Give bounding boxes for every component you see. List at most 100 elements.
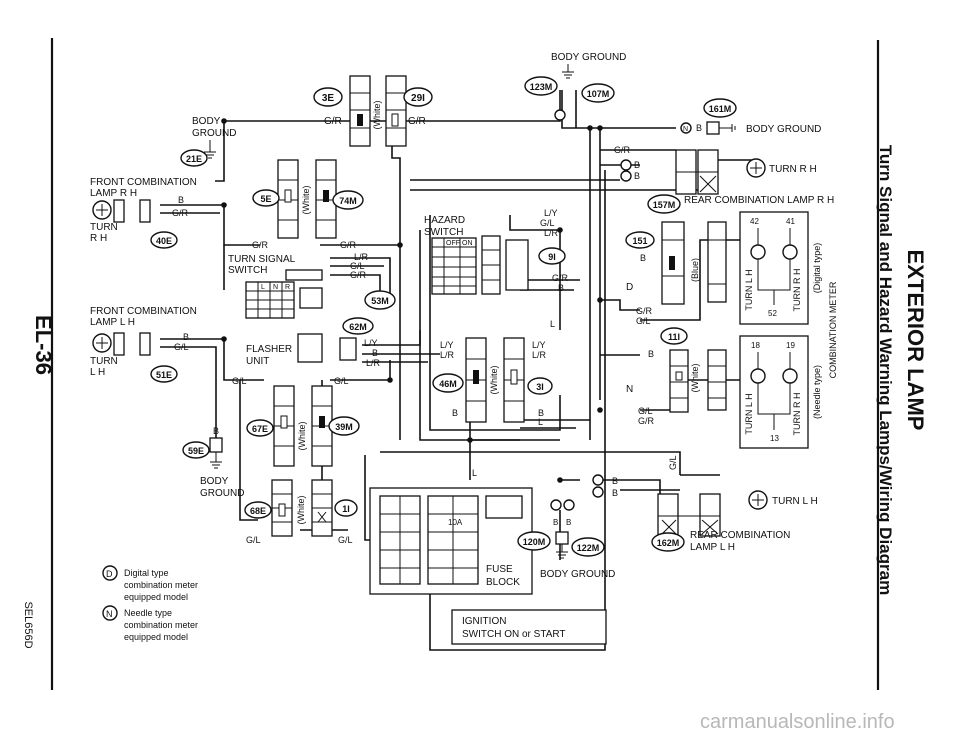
connector-62m: 62M (349, 322, 367, 332)
front-comb-lh-line2: LAMP L H (90, 317, 135, 328)
hazard-switch-line1: HAZARD (424, 215, 465, 226)
connector-107m: 107M (587, 89, 610, 99)
fuse-block-line1: FUSE (486, 564, 513, 575)
wire-ly-flasher: L/Y (364, 338, 378, 348)
hazard-on: ON (462, 240, 473, 247)
wire-gr-74m: G/R (340, 240, 357, 250)
connector-157m: 157M (653, 200, 676, 210)
turn-lh-label-2: L H (90, 367, 105, 378)
flasher-unit-box (297, 333, 323, 363)
legend-n-line2: combination meter (124, 620, 198, 630)
turn-signal-switch-line1: TURN SIGNAL (228, 254, 296, 265)
body-ground-right-label: BODY GROUND (746, 124, 821, 135)
wire-lr-hazard: L/R (544, 228, 559, 238)
connector-3e-block: (White) G/R G/R (324, 75, 426, 147)
hazard-switch-line2: SWITCH (424, 227, 463, 238)
white-label-67e: (White) (297, 421, 307, 450)
rear-comb-lh-line1: REAR COMBINATION (690, 530, 790, 541)
wire-b-rlh-1: B (612, 476, 618, 486)
wire-b-rrh-1: B (634, 160, 640, 170)
wire-b-46m: B (452, 408, 458, 418)
pin-52: 52 (768, 309, 777, 318)
wire-gr-top-left: G/R (324, 116, 342, 127)
junction-dots (221, 118, 603, 483)
wire-b-59e: B (213, 426, 219, 436)
wire-b-hazard: B (558, 283, 564, 293)
wire-lr-tss: L/R (354, 252, 369, 262)
turn-rh-label-2: R H (90, 233, 107, 244)
body-ground-top-label: BODY GROUND (551, 52, 626, 63)
front-comb-rh-line2: LAMP R H (90, 188, 137, 199)
wire-b-120m: B (553, 518, 558, 527)
white-label-top: (White) (372, 100, 382, 129)
connector-46m-block: (White) (465, 337, 525, 423)
front-comb-rh-lamp (92, 199, 151, 223)
connector-5e-block: (White) G/R G/R (252, 159, 357, 250)
white-label-11i: (White) (690, 363, 700, 392)
n-marker-top: N (683, 126, 688, 133)
connector-9i: 9I (548, 252, 556, 262)
wire-gr-rrh: G/R (614, 145, 631, 155)
connector-40e: 40E (156, 236, 172, 246)
connector-11i: 11I (668, 332, 680, 342)
connector-162m: 162M (657, 538, 680, 548)
wire-gr-5e: G/R (252, 240, 269, 250)
wire-b-3i: B (538, 408, 544, 418)
wire-gl-67e: G/L (232, 376, 247, 386)
wire-gl-11i: G/L (638, 406, 653, 416)
sw-col-r: R (285, 284, 290, 291)
connector-53m: 53M (371, 296, 389, 306)
wire-gl-hazard: G/L (540, 218, 555, 228)
turn-signal-switch-line2: SWITCH (228, 265, 267, 276)
white-label-68e: (White) (296, 495, 306, 524)
connector-123m: 123M (530, 82, 553, 92)
connector-67e: 67E (252, 424, 268, 434)
ground-label-lower: GROUND (200, 488, 244, 499)
ignition-line2: SWITCH ON or START (462, 629, 566, 640)
white-label-5e: (White) (301, 185, 311, 214)
body-label-lower: BODY (200, 476, 229, 487)
turn-rh-label-1: TURN (90, 222, 118, 233)
body-ground-bottom-label: BODY GROUND (540, 569, 615, 580)
legend-d-line2: combination meter (124, 580, 198, 590)
connector-51e: 51E (156, 370, 172, 380)
wire-gl-68e: G/L (246, 535, 261, 545)
diagram-subtitle: Turn Signal and Hazard Warning Lamps/Wir… (876, 145, 895, 595)
connector-59e: 59E (188, 446, 204, 456)
blue-label: (Blue) (690, 258, 700, 282)
connector-68e-block: (White) (271, 479, 333, 537)
watermark: carmanualsonline.info (700, 711, 895, 733)
needle-turn-lh: TURN L H (744, 393, 754, 434)
connector-3e: 3E (322, 93, 335, 104)
turn-lh-label-1: TURN (90, 356, 118, 367)
connector-29i: 29I (411, 93, 425, 104)
figure-code: SEL656D (22, 601, 34, 648)
connector-74m: 74M (339, 196, 357, 206)
white-label-46m: (White) (489, 365, 499, 394)
wire-b-rrh-2: B (634, 171, 640, 181)
d-marker: D (626, 282, 633, 293)
meter-connector-needle (669, 349, 727, 413)
digital-turn-lh: TURN L H (744, 269, 754, 310)
wire-b-flh: B (183, 332, 189, 342)
wire-b-flasher: B (372, 348, 378, 358)
rear-comb-lh-line2: LAMP L H (690, 542, 735, 553)
wire-b-rlh-2: B (612, 488, 618, 498)
legend-d-line1: Digital type (124, 568, 169, 578)
connector-46m: 46M (439, 379, 457, 389)
turn-rh-rear: TURN R H (769, 164, 817, 175)
wire-b-151: B (640, 253, 646, 263)
turn-lh-rear: TURN L H (772, 496, 818, 507)
wire-ly-lower-r: L/Y (532, 340, 546, 350)
front-comb-lh-line1: FRONT COMBINATION (90, 306, 197, 317)
wire-b-11i: B (648, 349, 654, 359)
flasher-unit-line1: FLASHER (246, 344, 292, 355)
connector-67e-block: (White) (273, 385, 333, 467)
connector-68e: 68E (250, 506, 266, 516)
wire-l-hazard: L (550, 319, 555, 329)
pin-13: 13 (770, 434, 779, 443)
page-number: EL-36 (31, 315, 56, 375)
fuse-10a: 10A (448, 518, 463, 527)
hazard-off: OFF (446, 240, 460, 247)
wire-ly-hazard: L/Y (544, 208, 558, 218)
